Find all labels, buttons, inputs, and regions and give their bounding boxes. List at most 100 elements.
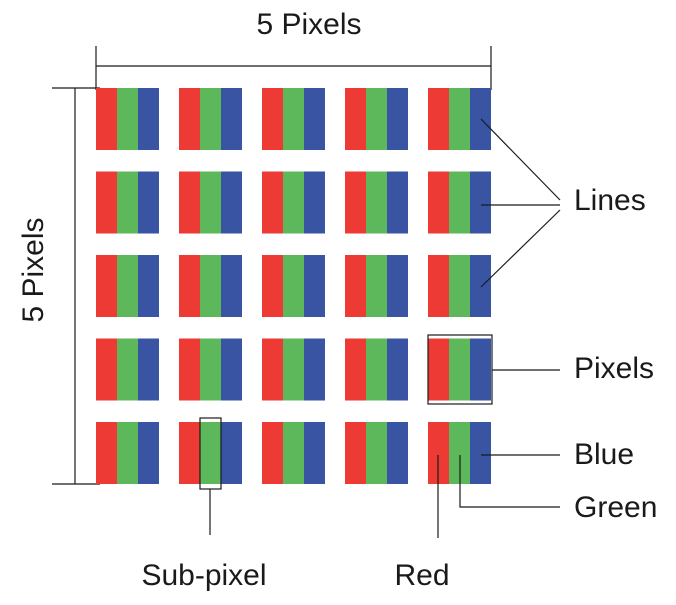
green-subpixel (283, 255, 304, 317)
red-subpixel (96, 171, 117, 234)
blue-subpixel (470, 171, 491, 234)
lines-leader-3 (480, 209, 561, 288)
pixel-grid (96, 88, 491, 484)
green-subpixel (449, 338, 470, 401)
blue-subpixel (138, 171, 159, 234)
blue-label: Blue (574, 438, 634, 471)
blue-subpixel (387, 88, 408, 150)
red-subpixel (179, 338, 200, 401)
blue-subpixel (470, 255, 491, 317)
green-subpixel (366, 255, 387, 317)
blue-subpixel (387, 255, 408, 317)
green-subpixel (283, 422, 304, 484)
red-subpixel (96, 338, 117, 401)
side-dimension: 5 Pixels (17, 87, 100, 485)
red-subpixel (96, 422, 117, 484)
pixel-r2-c4 (345, 171, 408, 234)
red-subpixel (345, 422, 366, 484)
green-subpixel (449, 171, 470, 234)
green-subpixel (117, 171, 138, 234)
green-subpixel (283, 88, 304, 150)
red-subpixel (428, 171, 449, 234)
red-subpixel (428, 338, 449, 401)
green-subpixel (449, 422, 470, 484)
green-subpixel (366, 422, 387, 484)
blue-subpixel (387, 422, 408, 484)
green-subpixel (283, 338, 304, 401)
pixel-r5-c4 (345, 422, 408, 484)
blue-subpixel (304, 255, 325, 317)
blue-subpixel (221, 88, 242, 150)
blue-subpixel (470, 338, 491, 401)
pixels-label: Pixels (574, 352, 654, 385)
lines-label: Lines (574, 184, 646, 217)
blue-subpixel (304, 338, 325, 401)
pixel-r3-c1 (96, 255, 159, 317)
red-label: Red (394, 559, 449, 592)
leader-lines (209, 118, 561, 538)
red-subpixel (179, 422, 200, 484)
green-subpixel (200, 255, 221, 317)
blue-subpixel (221, 171, 242, 234)
red-subpixel (179, 255, 200, 317)
green-subpixel (449, 88, 470, 150)
blue-subpixel (470, 422, 491, 484)
sub-pixel-label: Sub-pixel (141, 559, 266, 592)
blue-subpixel (304, 422, 325, 484)
pixel-r2-c1 (96, 171, 159, 234)
red-subpixel (345, 88, 366, 150)
pixel-r4-c2 (179, 338, 242, 401)
top-dimension-label: 5 Pixels (256, 8, 361, 41)
pixel-r3-c5 (428, 255, 491, 317)
pixel-r4-c1 (96, 338, 159, 401)
green-subpixel (117, 88, 138, 150)
blue-subpixel (470, 88, 491, 150)
pixel-r3-c2 (179, 255, 242, 317)
pixel-r4-c4 (345, 338, 408, 401)
side-dimension-label: 5 Pixels (17, 217, 50, 322)
red-subpixel (96, 255, 117, 317)
green-subpixel (366, 171, 387, 234)
pixel-r1-c2 (179, 88, 242, 150)
pixel-r5-c2 (179, 422, 242, 484)
pixel-r4-c5 (428, 338, 491, 401)
red-subpixel (345, 255, 366, 317)
pixel-r4-c3 (262, 338, 325, 401)
blue-subpixel (387, 171, 408, 234)
red-subpixel (262, 338, 283, 401)
red-subpixel (262, 88, 283, 150)
green-leader (459, 455, 560, 508)
red-subpixel (262, 171, 283, 234)
green-subpixel (283, 171, 304, 234)
pixel-r5-c1 (96, 422, 159, 484)
green-subpixel (117, 255, 138, 317)
red-subpixel (179, 171, 200, 234)
red-subpixel (179, 88, 200, 150)
top-dimension: 5 Pixels (95, 8, 492, 90)
red-subpixel (428, 255, 449, 317)
blue-subpixel (221, 255, 242, 317)
red-subpixel (428, 422, 449, 484)
blue-subpixel (304, 171, 325, 234)
blue-subpixel (138, 422, 159, 484)
pixel-r5-c5 (428, 422, 491, 484)
red-subpixel (345, 171, 366, 234)
pixel-r1-c4 (345, 88, 408, 150)
pixel-r3-c3 (262, 255, 325, 317)
pixel-r2-c3 (262, 171, 325, 234)
pixel-r3-c4 (345, 255, 408, 317)
green-subpixel (117, 422, 138, 484)
green-subpixel (449, 255, 470, 317)
blue-subpixel (138, 88, 159, 150)
green-subpixel (366, 88, 387, 150)
pixel-r1-c5 (428, 88, 491, 150)
pixel-r5-c3 (262, 422, 325, 484)
red-subpixel (96, 88, 117, 150)
red-subpixel (262, 255, 283, 317)
pixel-r2-c5 (428, 171, 491, 234)
blue-subpixel (138, 255, 159, 317)
green-subpixel (366, 338, 387, 401)
lines-leader-1 (480, 118, 561, 201)
